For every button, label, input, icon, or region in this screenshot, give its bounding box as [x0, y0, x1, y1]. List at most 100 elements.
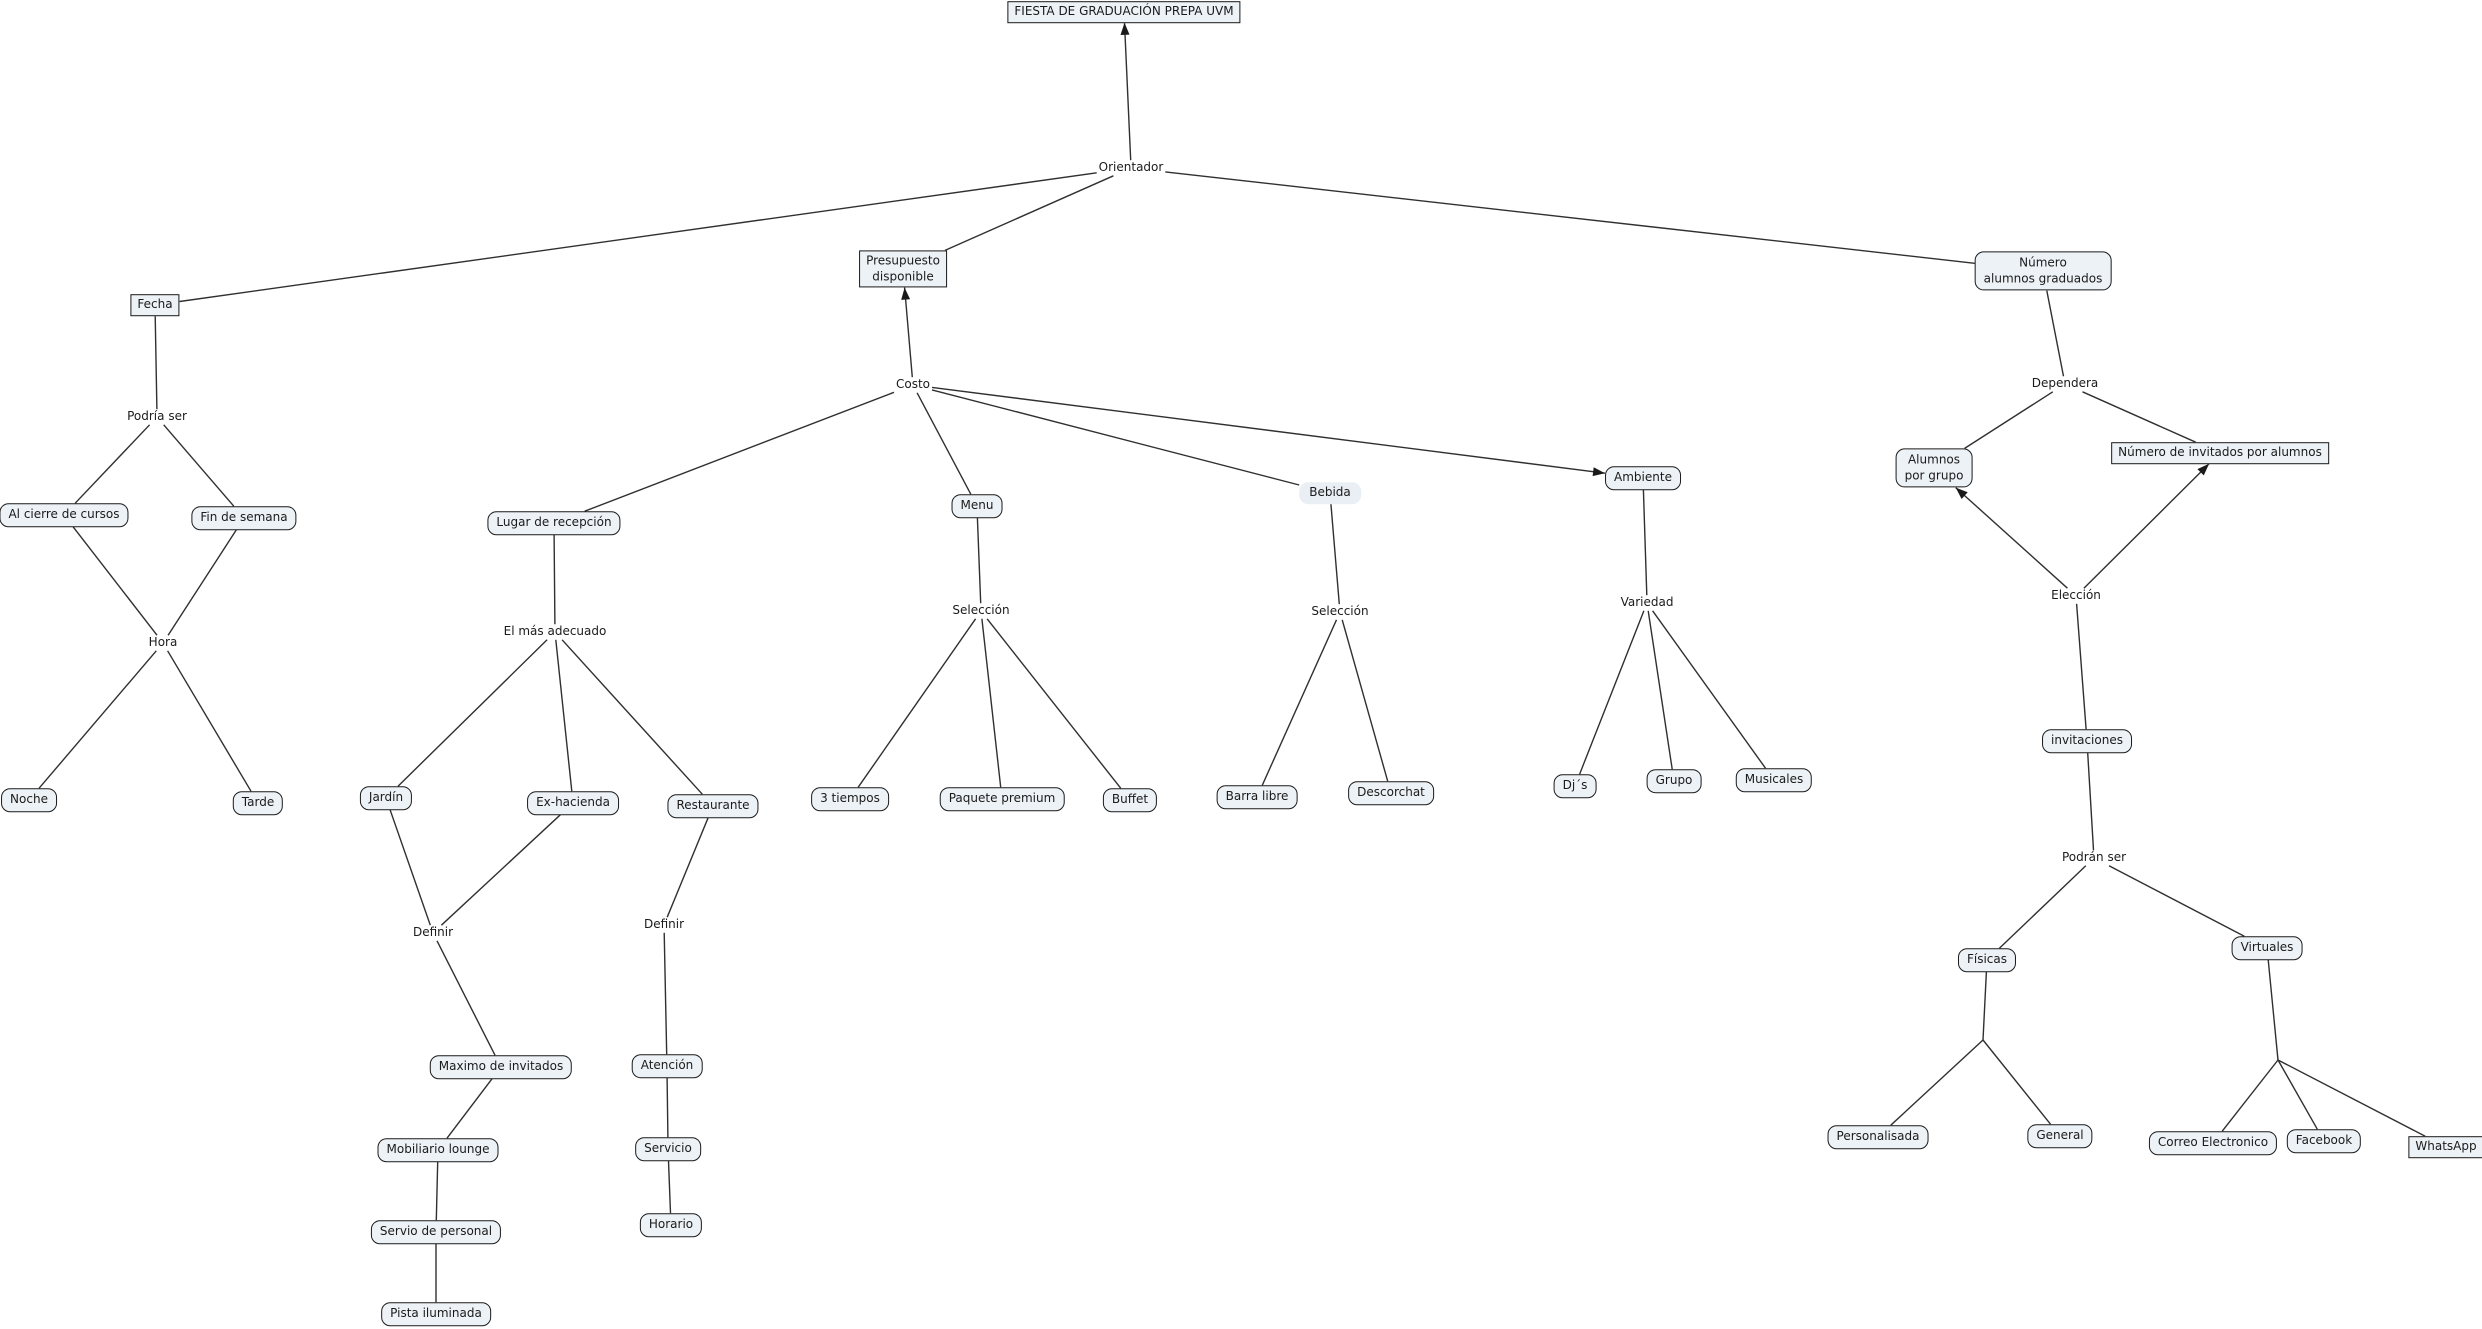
edge-restaurante-definir-2 — [666, 817, 709, 918]
concept-node-seleccion-2[interactable]: Selección — [1311, 604, 1369, 619]
concept-node-podria-ser[interactable]: Podría ser — [127, 409, 187, 424]
concept-node-descorchat[interactable]: Descorchat — [1348, 781, 1434, 805]
edge-j1-personalisada — [1890, 1039, 1984, 1126]
edge-j2-whatsapp — [2277, 1059, 2426, 1137]
concept-node-paquete-premium[interactable]: Paquete premium — [939, 787, 1065, 811]
concept-node-definir-1[interactable]: Definir — [412, 925, 454, 940]
concept-node-ex-hacienda[interactable]: Ex-hacienda — [527, 791, 619, 815]
edge-eleccion-alumnos-grupo — [1955, 487, 2068, 589]
edge-lugar-el-mas-adecuado — [553, 534, 556, 625]
edge-j2-facebook — [2277, 1059, 2318, 1130]
edge-dependera-numero-invitados — [2082, 391, 2196, 443]
concept-node-title[interactable]: FIESTA DE GRADUACIÓN PREPA UVM — [1007, 1, 1241, 23]
edge-costo-lugar — [584, 391, 895, 512]
edge-j2-correo-electronico — [2221, 1059, 2279, 1132]
concept-node-horario[interactable]: Horario — [639, 1213, 703, 1237]
edge-atencion-servicio — [666, 1077, 669, 1138]
edge-podran-ser-fisicas — [1998, 865, 2087, 949]
concept-node-servicio[interactable]: Servicio — [635, 1137, 701, 1161]
concept-node-fin-semana[interactable]: Fin de semana — [191, 506, 297, 530]
concept-node-podran-ser[interactable]: Podrán ser — [2061, 850, 2127, 865]
concept-node-barra-libre[interactable]: Barra libre — [1216, 785, 1298, 809]
concept-node-servio[interactable]: Servio de personal — [370, 1220, 502, 1244]
edge-fisicas-j1 — [1982, 971, 1988, 1041]
arrowhead-costo-presupuesto — [901, 287, 911, 300]
concept-node-fecha[interactable]: Fecha — [130, 294, 180, 316]
edge-hora-noche — [38, 650, 157, 789]
concept-node-tres-tiempos[interactable]: 3 tiempos — [811, 787, 889, 811]
edge-fin-semana-hora — [167, 529, 237, 636]
edge-mobiliario-servio — [435, 1161, 439, 1221]
edge-maximo-mobiliario — [446, 1078, 493, 1139]
edge-seleccion-1-buffet — [986, 618, 1122, 789]
concept-node-invitaciones[interactable]: invitaciones — [2042, 729, 2132, 753]
edge-orientador-presupuesto — [944, 175, 1114, 252]
edge-seleccion-2-descorchat — [1341, 619, 1389, 782]
concept-node-personalisada[interactable]: Personalisada — [1827, 1125, 1929, 1149]
concept-node-hora[interactable]: Hora — [148, 635, 178, 650]
arrowhead-orientador-title — [1120, 22, 1130, 35]
edge-bebida-seleccion-2 — [1330, 503, 1340, 605]
edge-virtuales-j2 — [2267, 959, 2279, 1061]
concept-node-costo[interactable]: Costo — [895, 377, 931, 392]
concept-node-noche[interactable]: Noche — [1, 788, 57, 812]
concept-node-whatsapp[interactable]: WhatsApp — [2408, 1136, 2482, 1158]
edge-ex-hacienda-definir-1 — [440, 814, 561, 926]
concept-node-bebida[interactable]: Bebida — [1299, 482, 1361, 504]
concept-node-grupo[interactable]: Grupo — [1646, 769, 1702, 793]
concept-node-virtuales[interactable]: Virtuales — [2231, 936, 2303, 960]
concept-node-atencion[interactable]: Atención — [631, 1054, 703, 1078]
concept-node-lugar[interactable]: Lugar de recepción — [487, 511, 621, 535]
concept-node-fisicas[interactable]: Físicas — [1957, 948, 2017, 972]
concept-node-facebook[interactable]: Facebook — [2286, 1129, 2362, 1153]
edge-costo-presupuesto — [903, 287, 913, 378]
concept-node-pista[interactable]: Pista iluminada — [381, 1302, 491, 1326]
edge-variedad-grupo — [1647, 610, 1673, 770]
concept-node-jardin[interactable]: Jardín — [359, 786, 413, 810]
edge-j1-general — [1982, 1039, 2052, 1125]
concept-node-correo-electronico[interactable]: Correo Electronico — [2148, 1131, 2278, 1155]
edge-al-cierre-hora — [72, 526, 158, 636]
concept-node-buffet[interactable]: Buffet — [1102, 788, 1158, 812]
edge-orientador-fecha — [179, 172, 1097, 303]
concept-node-numero-invitados[interactable]: Número de invitados por alumnos — [2111, 442, 2329, 464]
concept-node-maximo[interactable]: Maximo de invitados — [429, 1055, 573, 1079]
concept-node-al-cierre[interactable]: Al cierre de cursos — [0, 503, 129, 527]
edge-fecha-podria-ser — [154, 315, 158, 410]
edge-servicio-horario — [667, 1160, 672, 1214]
concept-node-orientador[interactable]: Orientador — [1098, 160, 1164, 175]
edge-seleccion-1-paquete-premium — [981, 618, 1002, 788]
concept-node-el-mas-adecuado[interactable]: El más adecuado — [503, 624, 607, 639]
concept-node-menu[interactable]: Menu — [951, 494, 1003, 518]
edge-el-mas-adecuado-restaurante — [561, 639, 703, 795]
concept-node-alumnos-grupo[interactable]: Alumnos por grupo — [1895, 448, 1973, 488]
concept-node-mobiliario[interactable]: Mobiliario lounge — [377, 1138, 499, 1162]
edge-variedad-musicales — [1652, 610, 1767, 769]
edge-podria-ser-al-cierre — [74, 424, 151, 504]
edge-el-mas-adecuado-jardin — [397, 639, 548, 787]
concept-node-tarde[interactable]: Tarde — [232, 791, 284, 815]
concept-node-musicales[interactable]: Musicales — [1735, 768, 1813, 792]
concept-node-presupuesto[interactable]: Presupuesto disponible — [859, 250, 947, 288]
edge-eleccion-numero-invitados — [2083, 463, 2210, 589]
edge-costo-bebida — [931, 389, 1300, 486]
concept-node-dependera[interactable]: Dependera — [2031, 376, 2099, 391]
edge-eleccion-invitaciones — [2075, 603, 2087, 730]
edge-podria-ser-fin-semana — [163, 424, 235, 507]
concept-node-djs[interactable]: Dj´s — [1553, 774, 1597, 798]
concept-node-general[interactable]: General — [2027, 1124, 2093, 1148]
edge-ambiente-variedad — [1642, 489, 1648, 596]
concept-node-ambiente[interactable]: Ambiente — [1605, 466, 1681, 490]
edge-orientador-numero-alumnos — [1165, 171, 1975, 264]
edge-jardin-definir-1 — [389, 809, 431, 926]
concept-node-numero-alumnos[interactable]: Número alumnos graduados — [1974, 251, 2112, 291]
concept-node-variedad[interactable]: Variedad — [1620, 595, 1674, 610]
edge-definir-2-atencion — [663, 932, 668, 1055]
edge-numero-alumnos-dependera — [2046, 290, 2065, 377]
arrowhead-costo-ambiente — [1592, 467, 1605, 477]
concept-node-definir-2[interactable]: Definir — [643, 917, 685, 932]
concept-node-restaurante[interactable]: Restaurante — [667, 794, 759, 818]
concept-node-eleccion[interactable]: Elección — [2051, 588, 2101, 603]
concept-node-seleccion-1[interactable]: Selección — [952, 603, 1010, 618]
